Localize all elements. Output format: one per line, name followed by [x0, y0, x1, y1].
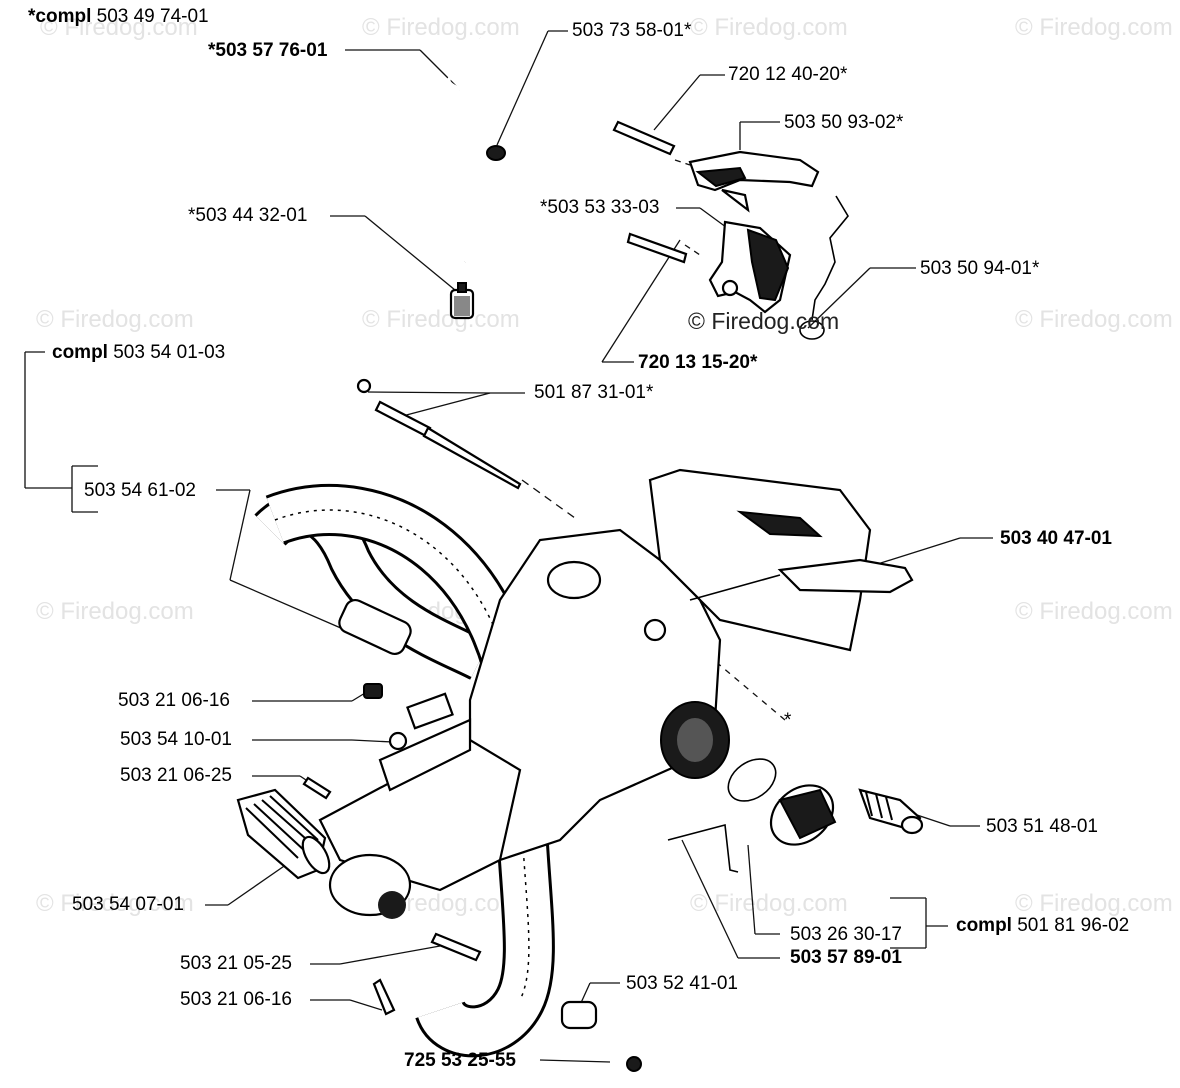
adjusting-needle — [356, 378, 522, 490]
part-label: *compl 503 49 74-01 — [28, 6, 209, 27]
watermark: © Firedog.com — [1015, 598, 1173, 625]
screws — [302, 683, 642, 1072]
part-label: compl 503 54 01-03 — [52, 342, 226, 363]
tank-cap-assembly — [667, 758, 924, 873]
part-label: 503 21 05-25 — [180, 953, 292, 974]
watermark: © Firedog.com — [36, 598, 194, 625]
part-label: 503 26 30-17 — [790, 924, 902, 945]
anti-vibration-element — [236, 788, 331, 880]
part-label: *503 53 33-03 — [540, 197, 660, 218]
part-label: 503 54 61-02 — [84, 480, 196, 501]
part-label: 720 13 15-20* — [638, 352, 758, 373]
part-label: 503 57 89-01 — [790, 947, 902, 968]
part-label: 725 53 25-55 — [404, 1050, 516, 1071]
watermark: © Firedog.com — [40, 14, 198, 41]
watermark: © Firedog.com — [362, 14, 520, 41]
watermark: © Firedog.com — [362, 306, 520, 333]
copyright-notice: © Firedog.com — [688, 308, 840, 334]
throttle-lockout — [626, 220, 792, 314]
watermark: © Firedog.com — [1015, 890, 1173, 917]
watermark: © Firedog.com — [1015, 306, 1173, 333]
part-label: 503 52 41-01 — [626, 973, 738, 994]
watermark: © Firedog.com — [36, 306, 194, 333]
throttle-lever — [612, 120, 820, 213]
part-label: 503 40 47-01 — [1000, 528, 1112, 549]
tank-housing — [318, 468, 872, 919]
rear-handle-lever — [689, 558, 914, 601]
front-handle — [254, 484, 555, 1058]
part-label: *503 44 32-01 — [188, 205, 308, 226]
fuel-hose-spiral — [440, 36, 506, 263]
part-label: 503 73 58-01* — [572, 20, 692, 41]
part-label: 501 87 31-01* — [534, 382, 654, 403]
part-label: 503 54 07-01 — [72, 894, 184, 915]
leader-lines — [24, 30, 993, 1063]
spring — [799, 195, 849, 340]
fuel-filter — [449, 282, 475, 320]
part-label: * — [784, 710, 792, 731]
watermark: © Firedog.com — [36, 890, 194, 917]
part-label: 503 50 94-01* — [920, 258, 1040, 279]
part-label: 503 54 10-01 — [120, 729, 232, 750]
part-label: *503 57 76-01 — [208, 40, 328, 61]
part-label: 720 12 40-20* — [728, 64, 848, 85]
part-label: compl 501 81 96-02 — [956, 915, 1130, 936]
watermark: © Firedog.com — [690, 14, 848, 41]
watermark: © Firedog.com — [1015, 14, 1173, 41]
part-label: 503 51 48-01 — [986, 816, 1098, 837]
part-label: 503 50 93-02* — [784, 112, 904, 133]
part-label: 503 21 06-16 — [118, 690, 230, 711]
part-label: 503 21 06-25 — [120, 765, 232, 786]
part-label: 503 21 06-16 — [180, 989, 292, 1010]
